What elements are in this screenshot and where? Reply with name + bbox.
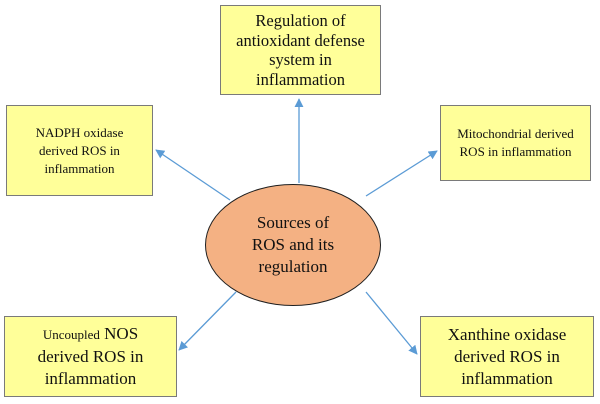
bottom-right-box-line-1: Xanthine oxidase xyxy=(447,324,567,344)
bottom-left-box-line-1: Uncoupled NOS xyxy=(38,323,144,346)
top-box-line-4: inflammation xyxy=(256,69,345,89)
right-box-line-1: Mitochondrial derived xyxy=(457,126,574,141)
antioxidant-regulation-box: Regulation of antioxidant defense system… xyxy=(220,5,381,95)
arrow-to-bottom-left xyxy=(178,291,237,351)
left-box-line-2: derived ROS in xyxy=(39,142,120,158)
arrow-to-bottom-right xyxy=(365,291,418,355)
xanthine-oxidase-box: Xanthine oxidase derived ROS in inflamma… xyxy=(420,316,594,397)
center-line-2: ROS and its xyxy=(251,235,335,254)
top-box-line-2: antioxidant defense xyxy=(236,30,365,50)
arrow-to-right xyxy=(365,150,438,197)
bottom-left-box-line-3: inflammation xyxy=(44,369,137,388)
center-line-1: Sources of xyxy=(256,213,330,232)
bottom-left-box-line-2: derived ROS in xyxy=(37,347,144,366)
right-box-line-2: ROS in inflammation xyxy=(459,144,572,159)
uncoupled-nos-box: Uncoupled NOS derived ROS in inflammatio… xyxy=(4,316,177,397)
nos-word: NOS xyxy=(104,324,139,343)
center-line-3: regulation xyxy=(258,257,328,276)
left-box-line-3: inflammation xyxy=(44,160,115,176)
top-box-line-3: system in xyxy=(269,50,332,69)
central-ros-sources-ellipse: Sources of ROS and its regulation xyxy=(205,184,381,306)
bottom-right-box-line-2: derived ROS in xyxy=(454,346,560,366)
top-box-line-1: Regulation of xyxy=(255,11,346,30)
arrow-to-left xyxy=(155,149,231,201)
left-box-line-1: NADPH oxidase xyxy=(35,124,124,140)
mitochondrial-box: Mitochondrial derived ROS in inflammatio… xyxy=(440,105,591,181)
nadph-oxidase-box: NADPH oxidase derived ROS in inflammatio… xyxy=(6,105,153,196)
uncoupled-prefix: Uncoupled xyxy=(42,327,100,342)
bottom-right-box-line-3: inflammation xyxy=(461,368,553,388)
